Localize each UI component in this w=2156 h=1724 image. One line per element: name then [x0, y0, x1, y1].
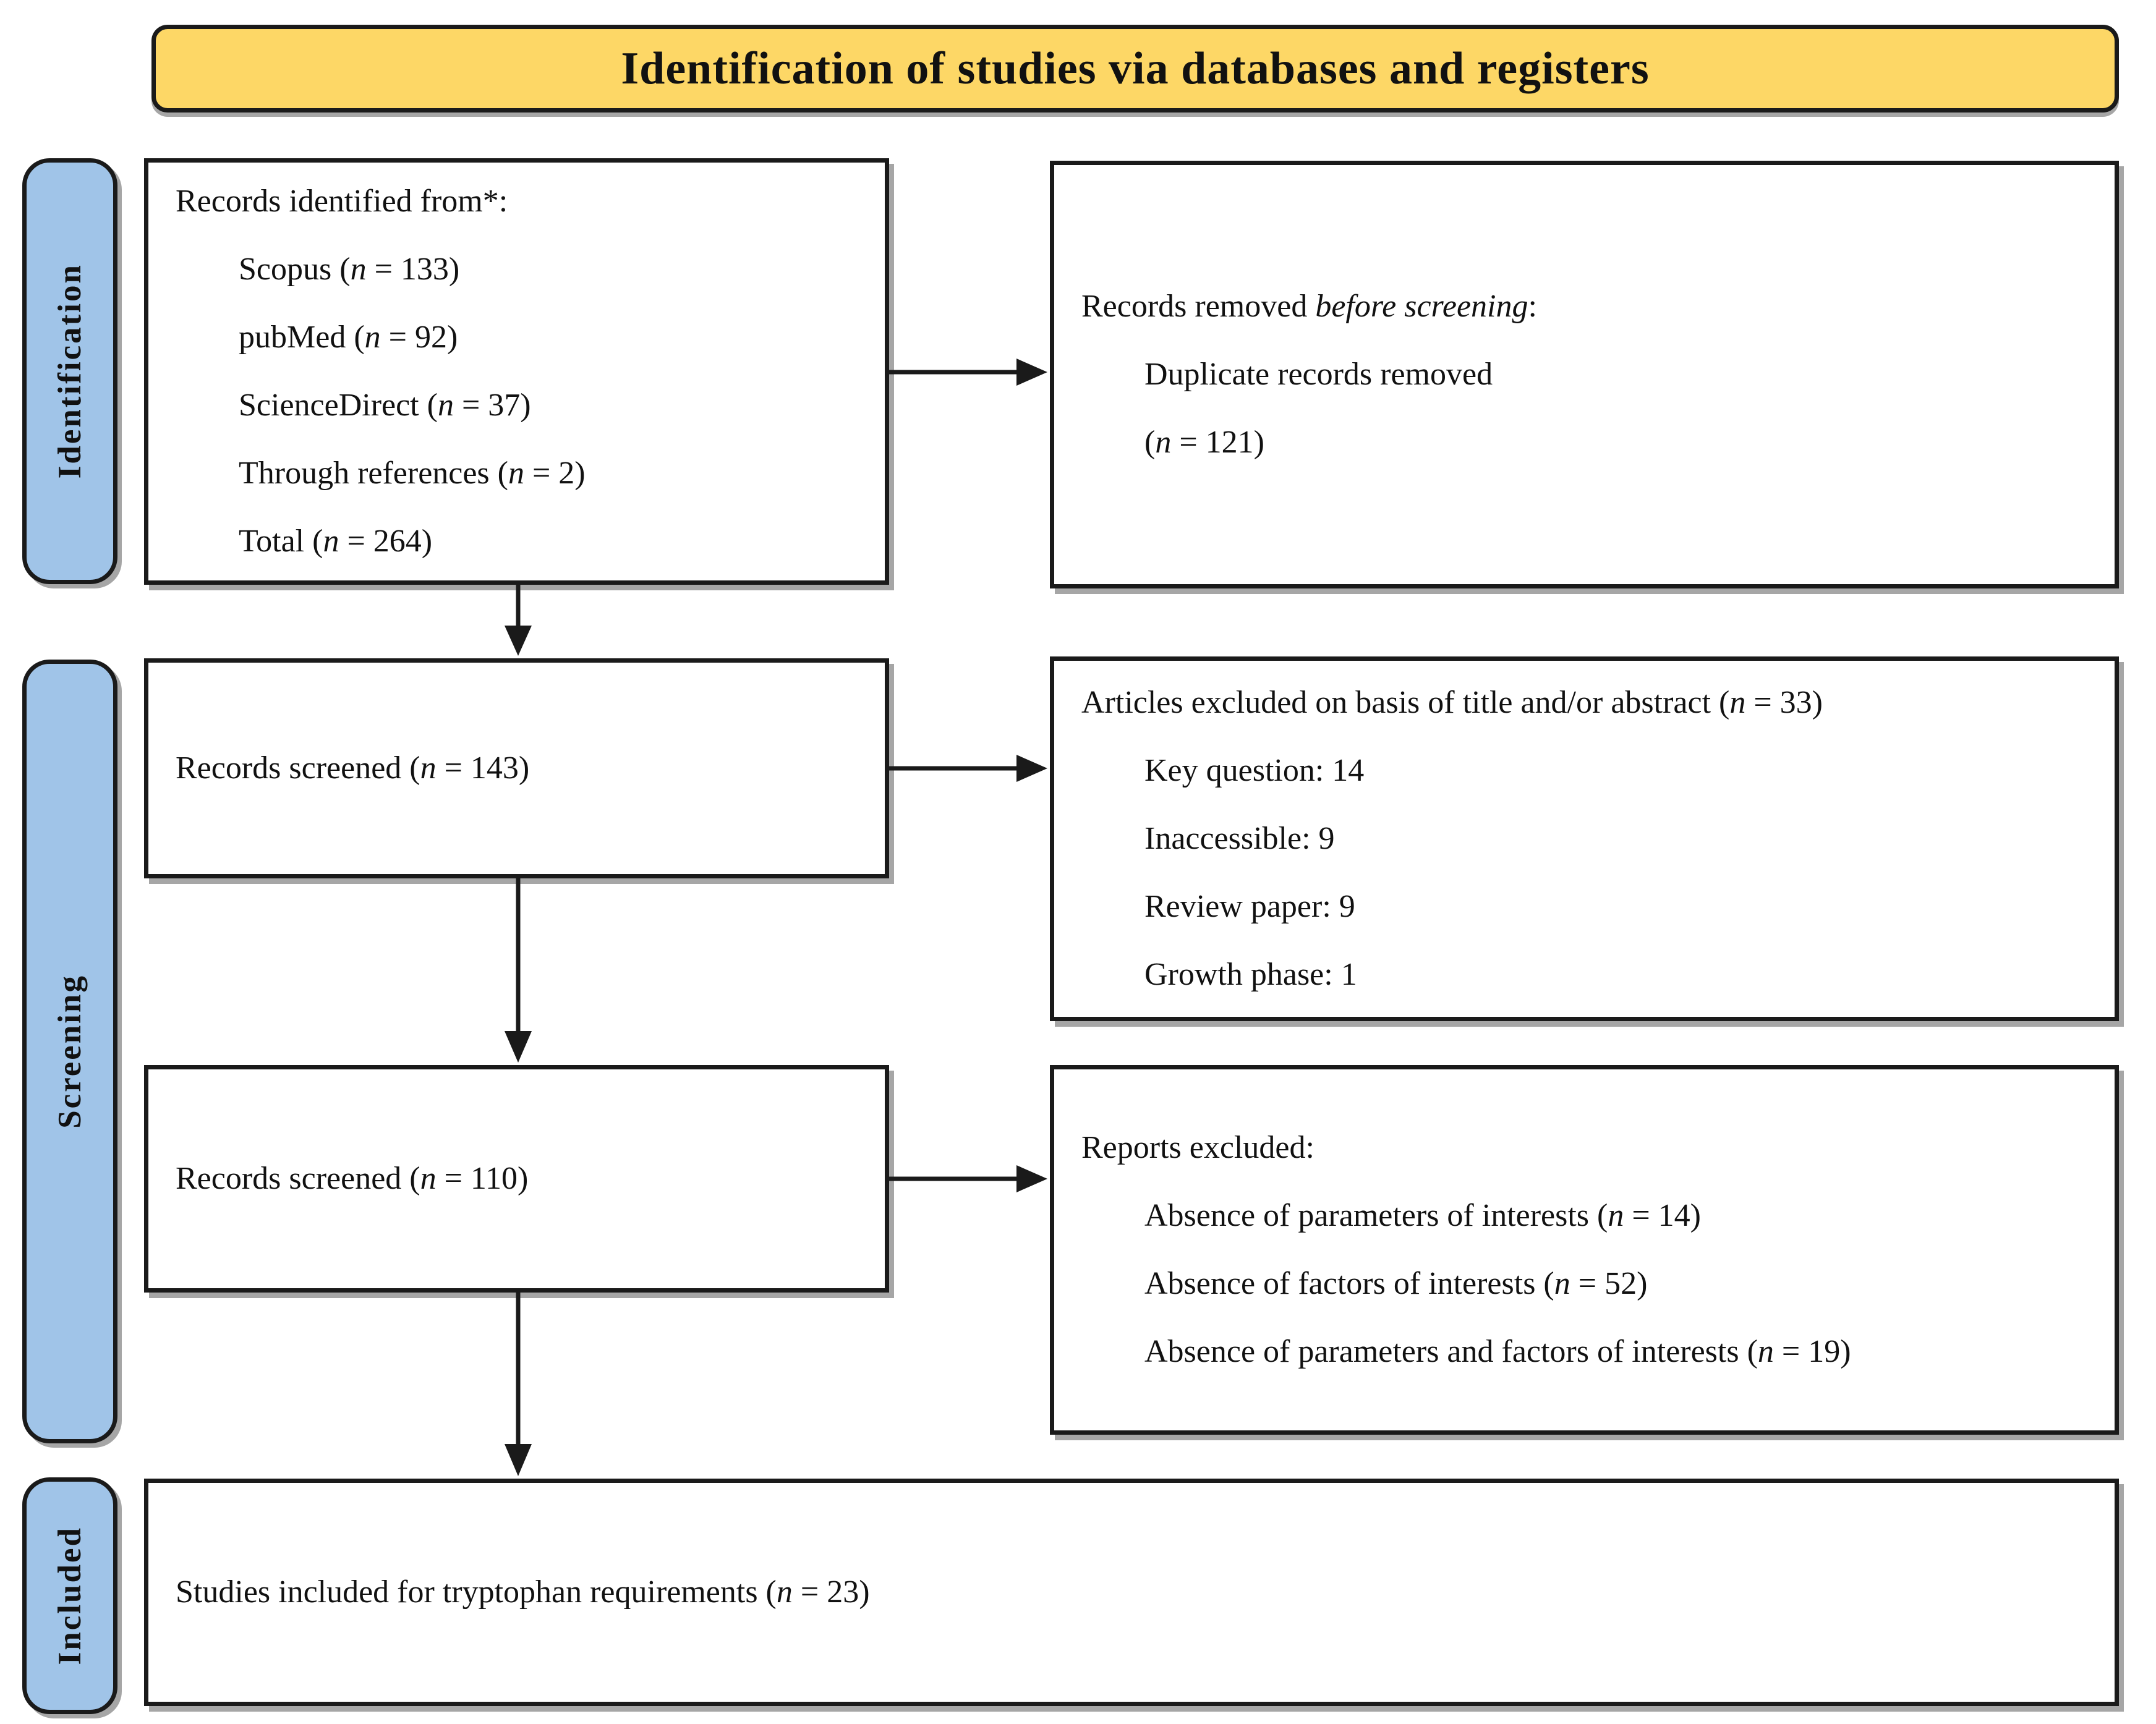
- arrow-screened143-to-excluded: [889, 755, 1047, 782]
- box-records-screened-143: Records screened (n = 143): [144, 658, 889, 878]
- box-line: Key question: 14: [1144, 753, 1365, 788]
- diagram-title: Identification of studies via databases …: [621, 43, 1650, 94]
- box-line: Duplicate records removed: [1144, 357, 1493, 392]
- box-line: Articles excluded on basis of title and/…: [1081, 685, 1823, 720]
- box-line: Records removed before screening:: [1081, 289, 1537, 324]
- box-reports-excluded: Reports excluded: Absence of parameters …: [1050, 1065, 2119, 1435]
- arrow-screened110-down: [505, 1293, 532, 1476]
- box-line: Reports excluded:: [1081, 1130, 1314, 1165]
- stage-label-text: Screening: [52, 974, 88, 1129]
- stage-label-included: Included: [22, 1477, 117, 1714]
- box-studies-included: Studies included for tryptophan requirem…: [144, 1479, 2119, 1706]
- box-line: (n = 121): [1144, 425, 1264, 460]
- box-records-removed: Records removed before screening: Duplic…: [1050, 161, 2119, 588]
- box-line: Records screened (n = 110): [176, 1161, 529, 1196]
- stage-label-identification: Identification: [22, 158, 117, 584]
- stage-label-screening: Screening: [22, 660, 117, 1443]
- title-banner: Identification of studies via databases …: [151, 25, 2119, 113]
- box-line: Studies included for tryptophan requirem…: [176, 1574, 870, 1610]
- arrow-identified-down: [505, 585, 532, 656]
- arrow-identified-to-removed: [889, 359, 1047, 386]
- box-line: Absence of parameters of interests (n = …: [1144, 1198, 1702, 1233]
- box-line: Absence of parameters and factors of int…: [1144, 1334, 1851, 1369]
- box-records-screened-110: Records screened (n = 110): [144, 1065, 889, 1293]
- box-line: ScienceDirect (n = 37): [239, 388, 531, 423]
- box-line: Records screened (n = 143): [176, 750, 530, 786]
- box-line: Total (n = 264): [239, 524, 433, 559]
- box-line: Scopus (n = 133): [239, 252, 460, 287]
- stage-label-text: Identification: [52, 263, 88, 479]
- arrow-screened110-to-reports-excluded: [889, 1165, 1047, 1192]
- stage-label-text: Included: [52, 1526, 88, 1665]
- box-line: Growth phase: 1: [1144, 957, 1357, 992]
- box-line: Inaccessible: 9: [1144, 821, 1335, 856]
- box-line: Review paper: 9: [1144, 889, 1355, 924]
- box-line: Records identified from*:: [176, 184, 508, 219]
- box-line: Absence of factors of interests (n = 52): [1144, 1266, 1648, 1301]
- arrow-screened143-down: [505, 878, 532, 1063]
- box-articles-excluded: Articles excluded on basis of title and/…: [1050, 656, 2119, 1021]
- box-records-identified: Records identified from*: Scopus (n = 13…: [144, 158, 889, 585]
- box-line: Through references (n = 2): [239, 456, 586, 491]
- box-line: pubMed (n = 92): [239, 320, 458, 355]
